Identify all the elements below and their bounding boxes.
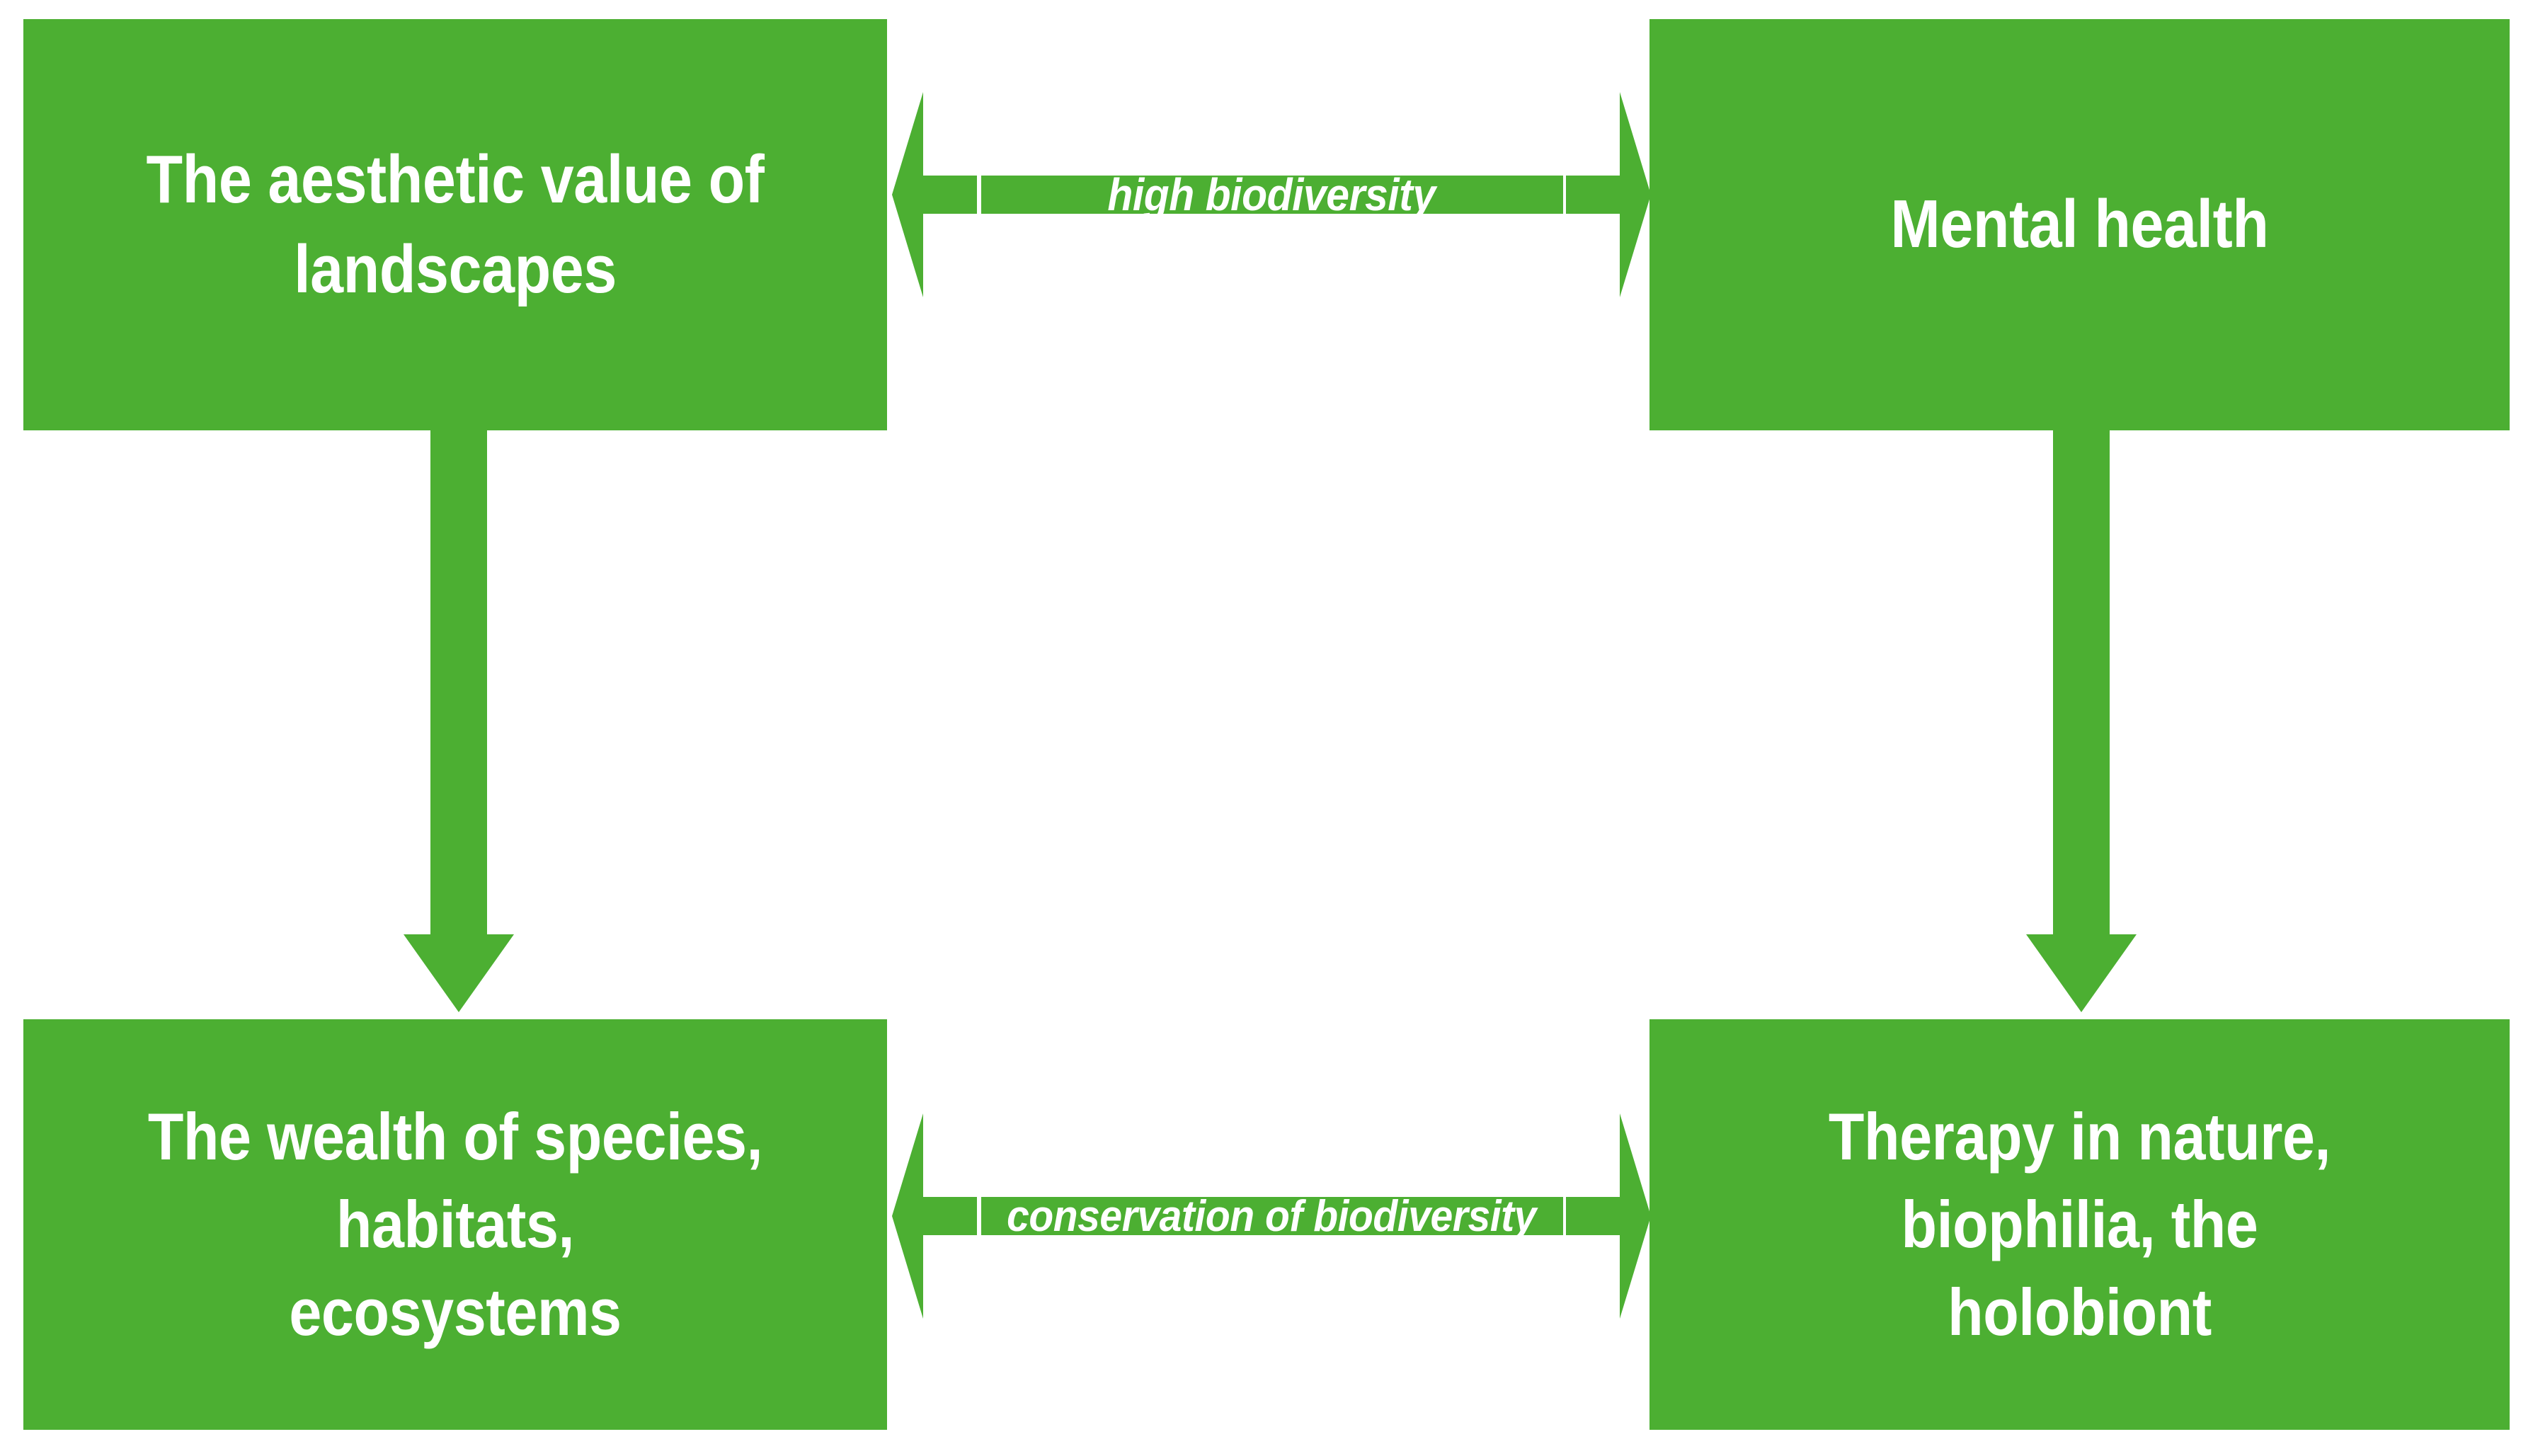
edge-aesthetic-to-wealth-down-arrow[interactable] — [395, 425, 522, 1012]
arrow-down-icon — [404, 425, 514, 1012]
node-label: The aesthetic value of landscapes — [146, 141, 765, 307]
edge-high-biodiversity-double-arrow[interactable]: high biodiversity — [892, 92, 1651, 297]
node-wealth-of-species-habitats-ecosystems[interactable]: The wealth of species, habitats, ecosyst… — [23, 1019, 887, 1430]
double-headed-arrow-icon — [892, 92, 1651, 297]
node-therapy-in-nature-biophilia-holobiont[interactable]: Therapy in nature, biophilia, the holobi… — [1649, 1019, 2510, 1430]
edge-mental-to-therapy-down-arrow[interactable] — [2018, 425, 2145, 1012]
node-label: Mental health — [1890, 186, 2269, 263]
node-label: The wealth of species, habitats, ecosyst… — [147, 1099, 763, 1350]
node-mental-health[interactable]: Mental health — [1649, 19, 2510, 430]
arrow-down-icon — [2026, 425, 2137, 1012]
node-label: Therapy in nature, biophilia, the holobi… — [1828, 1099, 2331, 1350]
edge-conservation-of-biodiversity-double-arrow[interactable]: conservation of biodiversity — [892, 1113, 1651, 1319]
double-headed-arrow-icon — [892, 1113, 1651, 1319]
node-aesthetic-value-of-landscapes[interactable]: The aesthetic value of landscapes — [23, 19, 887, 430]
